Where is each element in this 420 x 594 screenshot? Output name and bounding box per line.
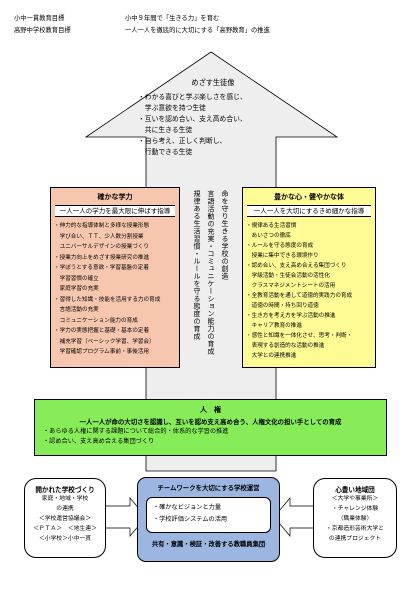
goal-item: ・自ら考え、正しく判断し、: [138, 137, 227, 145]
team-management-item: ・学校評価システムの活用: [153, 516, 228, 523]
heart-body-bar: 一人一人を大切にするきめ細かな指導: [247, 205, 371, 217]
team-management-title: チームワークを大切にする学校運営: [157, 484, 260, 492]
goal-item: 行動できる生徒: [138, 148, 193, 156]
open-school-line: ＜小学校＞小中一貫: [38, 536, 92, 542]
goal-title: めざす生徒像: [191, 78, 235, 87]
team-management-item: ・確かなビジョンと力量: [153, 504, 222, 511]
human-rights-title: 人 権: [200, 406, 221, 414]
academic-ability-item: 学習確認プログラム事前・事後活用: [54, 349, 149, 355]
academic-ability-item: ・習得した知識・技能を活用する力の育成: [54, 296, 161, 303]
heart-body-item: ・感性と知識を一体化させ、思考・判断・: [246, 333, 353, 339]
heart-body-item: あいさつの徹底: [246, 233, 291, 239]
human-rights-box: 人 権 一人一人が命の大切さを認識し、互いを認め支え高め合う、人権文化の担い手と…: [34, 399, 387, 456]
human-rights-lead: 一人一人が命の大切さを認識し、互いを認め支え高め合う、人権文化の担い手としての育…: [79, 418, 342, 426]
center-vertical-text: 言語活動の充実・コミュニケーション能力の育成: [207, 190, 215, 355]
open-school-line: 家庭・地域・学校: [41, 496, 89, 502]
human-rights-item: ・認め合い、支え高め合える集団づくり: [43, 438, 155, 445]
team-management-footer: 共有・意識・検証・改善する教職員集団: [151, 541, 266, 548]
academic-ability-item: ユニバーサルデザインの授業づくり: [54, 244, 149, 250]
academic-ability-bar: 一人一人の学力を最大限に伸ばす指導: [55, 205, 175, 217]
academic-ability-item: コミュニケーション能力の育成: [54, 317, 138, 324]
academic-ability-title: 確かな学力: [97, 193, 133, 201]
community-support-line: （職業体験）: [337, 516, 373, 522]
goal-item: ・わかる喜びと学ぶ楽しさを感じ、: [138, 93, 247, 101]
academic-ability-item: 学習習慣の確立: [54, 275, 99, 282]
heart-body-list: ・規律ある生活習慣 あいさつの徹底 ・ルールを守る態度の育成 授業に集中できる環…: [243, 221, 375, 361]
heart-body-item: ・規律ある生活習慣: [246, 223, 297, 229]
heart-body-item: ・生き方を考え方を学ぶ活動の推進: [246, 313, 336, 319]
community-support-line: の連携プロジェクト: [328, 536, 382, 542]
heart-body-item: 学級活動・生徒会活動の活性化: [246, 273, 330, 279]
academic-ability-item: ・学ぼうとする意欲・学習基盤の定着: [54, 265, 149, 271]
open-school-line: ＜ＰＴＡ＞ ＜地生連＞: [33, 526, 97, 532]
academic-ability-item: ・学力の実態把握と基礎・基本の定着: [54, 328, 150, 334]
heart-body-item: ・認め合い、支え高め合える集団づくり: [246, 263, 347, 269]
academic-ability-item: ・伸力的な指導体制と多様な授業形態: [54, 223, 150, 229]
heart-body-item: 表現する創造的な活動の推進: [246, 343, 325, 349]
header-goal-label-2: 高野中学校教育目標: [14, 27, 71, 34]
header-goal-label-1: 小中一貫教育目標: [14, 15, 65, 22]
academic-ability-list: ・伸力的な指導体制と多様な授業形態 学び合い、ＴＴ、少人数分割授業 ユニバーサル…: [51, 221, 179, 358]
heart-body-item: ・全教育活動を通して道徳的実践力の育成: [246, 293, 353, 299]
goal-list: ・わかる喜びと学ぶ楽しさを感じ、 学ぶ意欲を持つ生徒 ・互いを認め合い、支え高め…: [138, 92, 288, 158]
open-school-box: 開かれた学校づくり 家庭・地域・学校 の連携 ＜学校運営協議会＞ ＜ＰＴＡ＞ ＜…: [24, 478, 106, 558]
open-school-line: ＜学校運営協議会＞: [38, 516, 92, 522]
goal-section: めざす生徒像 ・わかる喜びと学ぶ楽しさを感じ、 学ぶ意欲を持つ生徒 ・互いを認め…: [138, 78, 288, 178]
community-support-box: 心豊い地域団 ＜大学や事業所＞ ・チャレンジ体験 （職業体験） ・京都造形芸術大…: [313, 478, 397, 558]
human-rights-list: ・あらゆる人権に関する課題について総合的・体系的な学習の推進 ・認め合い、支え高…: [35, 427, 386, 447]
heart-body-item: ・ルールを守る態度の育成: [246, 243, 314, 249]
goal-item: ・互いを認め合い、支え高め合い、: [138, 115, 247, 123]
header-goal-text-2: 一人一人を徹底的に大切にする「高野教育」の推進: [125, 27, 270, 34]
center-pillar: 命を守り生きる学校の創造 言語活動の充実・コミュニケーション能力の育成 規律ある…: [183, 190, 239, 372]
human-rights-item: ・あらゆる人権に関する課題について総合的・体系的な学習の推進: [43, 428, 229, 435]
heart-body-item: キャリア教育の推進: [246, 323, 302, 329]
heart-body-box: 豊かな心・健やかな体 一人一人を大切にするきめ細かな指導 ・規律ある生活習慣 あ…: [242, 187, 376, 368]
center-vertical-text: 命を守り生きる学校の創造: [221, 190, 229, 280]
heart-body-title: 豊かな心・健やかな体: [274, 193, 344, 201]
heart-body-item: 大学との連携推進: [246, 353, 297, 359]
community-support-title: 心豊い地域団: [335, 486, 375, 494]
academic-ability-item: 言語活動の充実: [54, 307, 99, 313]
academic-ability-item: 補充学習（ベーシック学習、学習会）: [54, 338, 155, 345]
heart-body-item: クラスマネジメントシートの活用: [246, 283, 336, 289]
academic-ability-item: 学び合い、ＴＴ、少人数分割授業: [54, 233, 144, 240]
community-support-line: ・チャレンジ体験: [331, 506, 379, 512]
team-management-box: チームワークを大切にする学校運営 ・確かなビジョンと力量 ・学校評価システムの活…: [137, 477, 280, 562]
community-support-line: ・京都造形芸術大学と: [326, 526, 384, 532]
academic-ability-item: 家庭学習の充実: [54, 286, 99, 292]
academic-ability-box: 確かな学力 一人一人の学力を最大限に伸ばす指導 ・伸力的な指導体制と多様な授業形…: [50, 187, 180, 368]
header-goal-text-1: 小中９年間で「生きる力」を育む: [125, 15, 220, 22]
team-management-inner: ・確かなビジョンと力量 ・学校評価システムの活用: [146, 497, 271, 533]
goal-item: 学ぶ意欲を持つ生徒: [138, 104, 206, 112]
heart-body-item: 道徳の時間・持ち回り道徳: [246, 303, 319, 309]
academic-ability-item: ・授業力向上をめざす授業研究の推進: [54, 254, 150, 261]
center-vertical-text: 規律ある生活習慣・ルールを守る態度の育成: [193, 190, 201, 340]
heart-body-item: 授業に集中できる環境作り: [246, 253, 319, 259]
community-support-line: ＜大学や事業所＞: [331, 496, 379, 502]
open-school-line: の連携: [56, 506, 74, 512]
open-school-title: 開かれた学校づくり: [35, 486, 95, 494]
goal-item: 共に生きる生徒: [138, 126, 193, 134]
